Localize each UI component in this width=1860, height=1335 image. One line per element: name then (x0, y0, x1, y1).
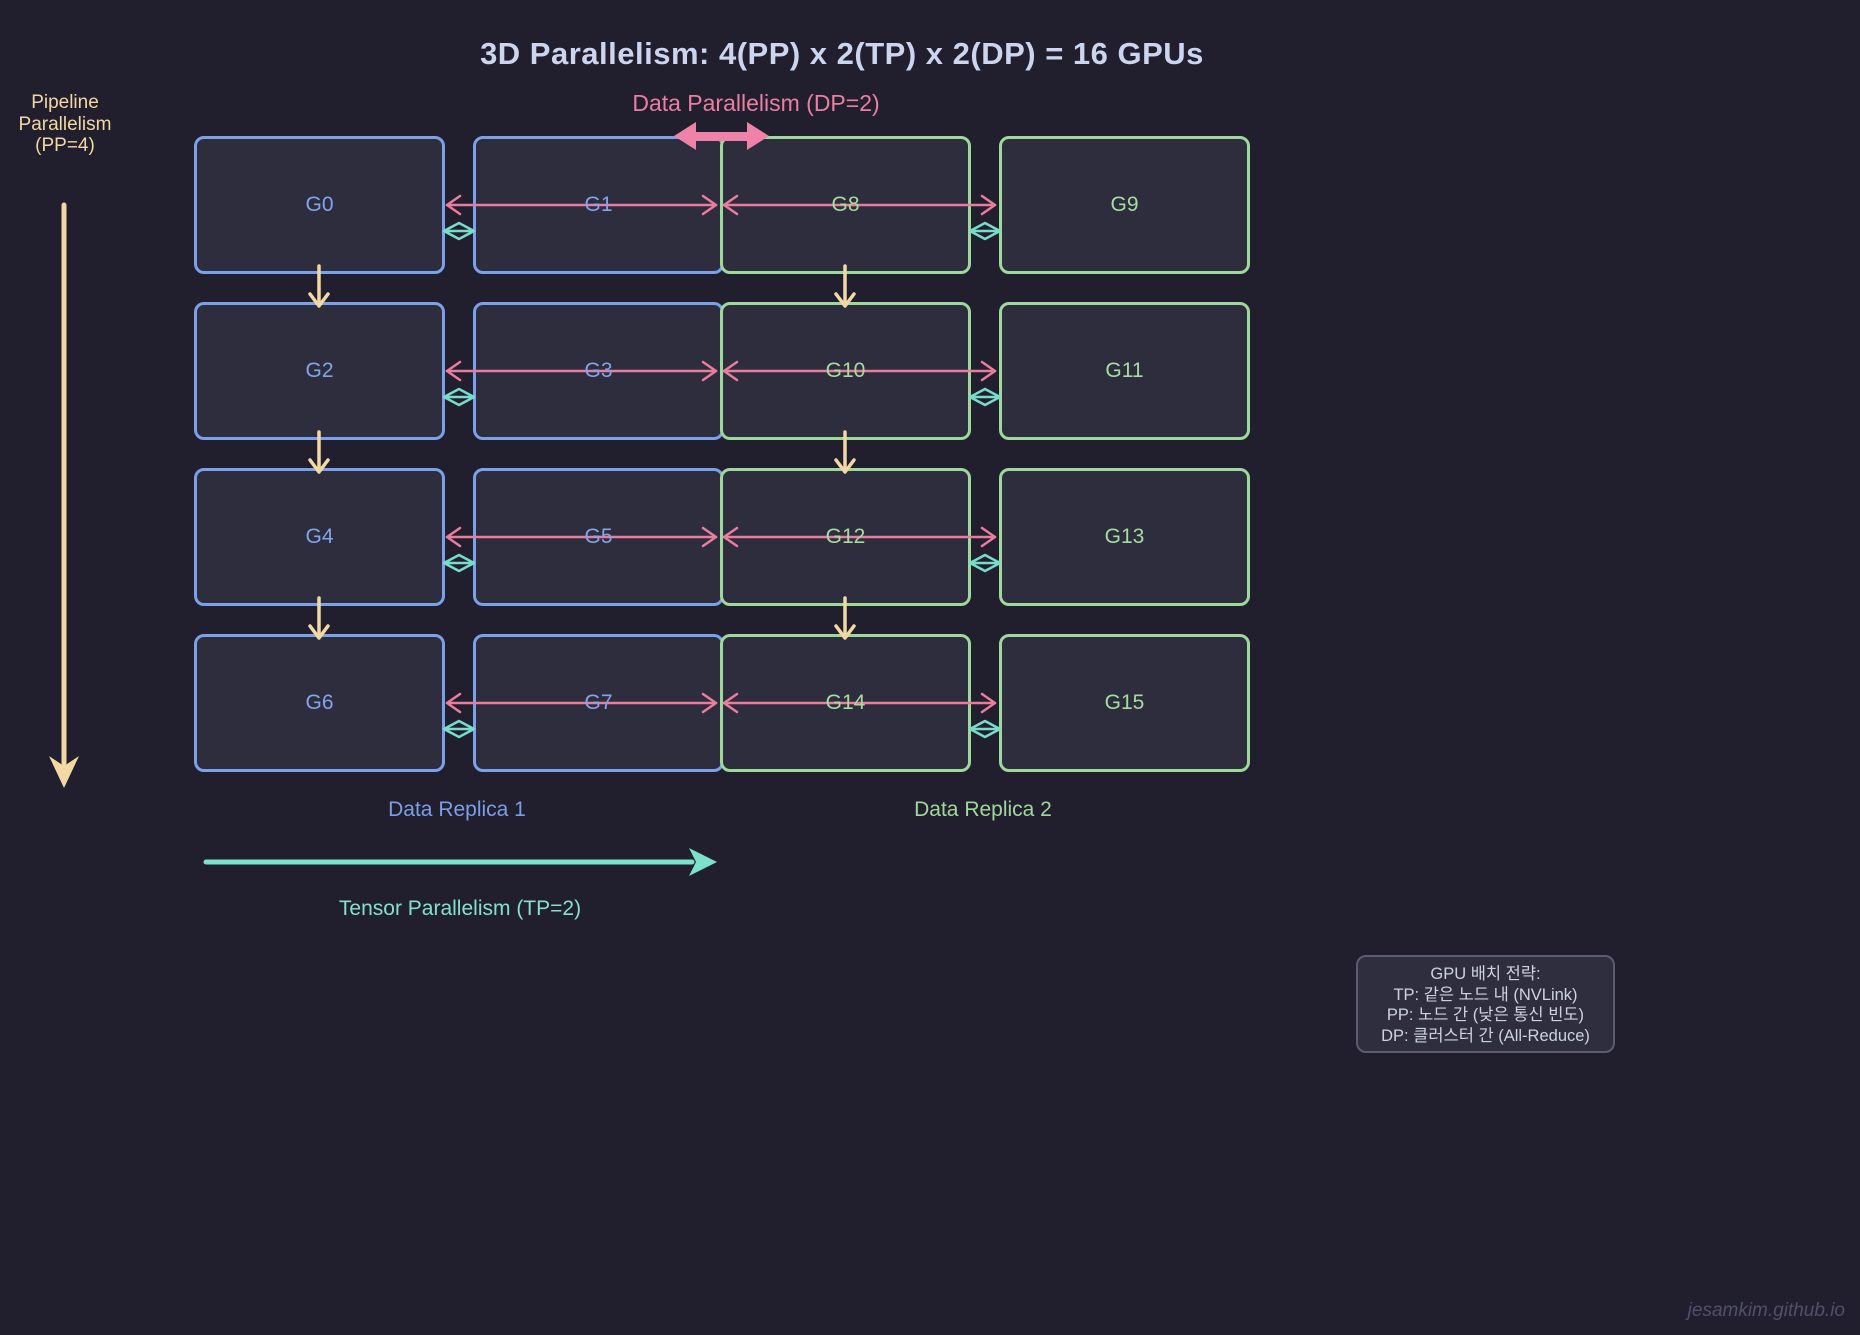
watermark: jesamkim.github.io (1687, 1300, 1845, 1321)
pp-flow-g4-g6 (308, 596, 330, 640)
dp-arrow-g1-g9 (722, 194, 997, 216)
dp-axis-arrow (674, 122, 769, 150)
tp-link-g10-g11 (968, 387, 1002, 407)
gpu-box-g0: G0 (194, 136, 445, 274)
gpu-label-g9: G9 (1110, 193, 1139, 216)
pp-flow-g10-g12 (834, 430, 856, 474)
gpu-label-g3: G3 (584, 359, 613, 382)
gpu-label-g7: G7 (584, 691, 613, 714)
info-line-tp: TP: 같은 노드 내 (NVLink) (1393, 985, 1578, 1004)
tp-link-g4-g5 (442, 553, 476, 573)
info-line-pp: PP: 노드 간 (낮은 통신 빈도) (1386, 1006, 1585, 1024)
tp-link-g12-g13 (968, 553, 1002, 573)
tp-link-g14-g15 (968, 719, 1002, 739)
tp-link-g8-g9 (968, 221, 1002, 241)
pp-flow-arrows (308, 264, 856, 640)
dp-arrow-g3-g11 (722, 360, 997, 382)
pipeline-axis-label-line2: Parallelism (18, 113, 112, 135)
data-replica-2-label: Data Replica 2 (914, 798, 1052, 821)
gpu-box-g6: G6 (194, 634, 445, 772)
info-line-title: GPU 배치 전략: (1430, 965, 1541, 983)
info-line-dp: DP: 클러스터 간 (All-Reduce) (1381, 1026, 1590, 1045)
gpu-label-g14: G14 (825, 691, 866, 714)
gpu-label-g0: G0 (305, 193, 334, 216)
dp-arrow-g5-g13 (722, 526, 997, 548)
data-parallelism-axis-label: Data Parallelism (DP=2) (632, 90, 880, 116)
gpu-label-g12: G12 (825, 525, 866, 548)
gpu-label-g13: G13 (1104, 525, 1145, 548)
gpu-label-g1: G1 (584, 193, 613, 216)
dp-arrow-g7-g15 (722, 692, 997, 714)
tp-comm-links (442, 221, 1002, 739)
gpu-box-g11: G11 (999, 302, 1250, 440)
gpu-label-g6: G6 (305, 691, 334, 714)
dp-arrow-g0-g8 (445, 194, 718, 216)
gpu-label-g11: G11 (1105, 359, 1144, 382)
page-title: 3D Parallelism: 4(PP) x 2(TP) x 2(DP) = … (480, 36, 1204, 71)
gpu-label-g5: G5 (584, 525, 613, 548)
pp-flow-g8-g10 (834, 264, 856, 308)
gpu-box-g13: G13 (999, 468, 1250, 606)
dp-arrow-g2-g10 (445, 360, 718, 382)
pp-axis-arrow (49, 202, 79, 788)
pipeline-axis-label: Pipeline Parallelism (PP=4) (4, 92, 126, 157)
gpu-label-g2: G2 (305, 359, 334, 382)
tp-axis-arrow (203, 848, 717, 876)
pp-flow-g12-g14 (834, 596, 856, 640)
gpu-label-g10: G10 (825, 359, 866, 382)
tensor-axis-label: Tensor Parallelism (TP=2) (338, 897, 582, 920)
gpu-label-g15: G15 (1104, 691, 1145, 714)
pipeline-axis-label-line3: (PP=4) (35, 135, 95, 156)
tp-link-g2-g3 (442, 387, 476, 407)
gpu-box-g9: G9 (999, 136, 1250, 274)
dp-arrow-g4-g12 (445, 526, 718, 548)
gpu-label-g4: G4 (305, 525, 334, 548)
tp-link-g0-g1 (442, 221, 476, 241)
dp-comm-arrows (445, 194, 997, 714)
dp-arrow-g6-g14 (445, 692, 718, 714)
gpu-box-g15: G15 (999, 634, 1250, 772)
data-replica-1-label: Data Replica 1 (388, 798, 526, 821)
pp-flow-g0-g2 (308, 264, 330, 308)
gpu-box-g4: G4 (194, 468, 445, 606)
tp-link-g6-g7 (442, 719, 476, 739)
pp-flow-g2-g4 (308, 430, 330, 474)
gpu-label-g8: G8 (831, 193, 860, 216)
gpu-placement-info-box: GPU 배치 전략: TP: 같은 노드 내 (NVLink) PP: 노드 간… (1356, 955, 1615, 1053)
pipeline-axis-label-line1: Pipeline (31, 92, 99, 113)
